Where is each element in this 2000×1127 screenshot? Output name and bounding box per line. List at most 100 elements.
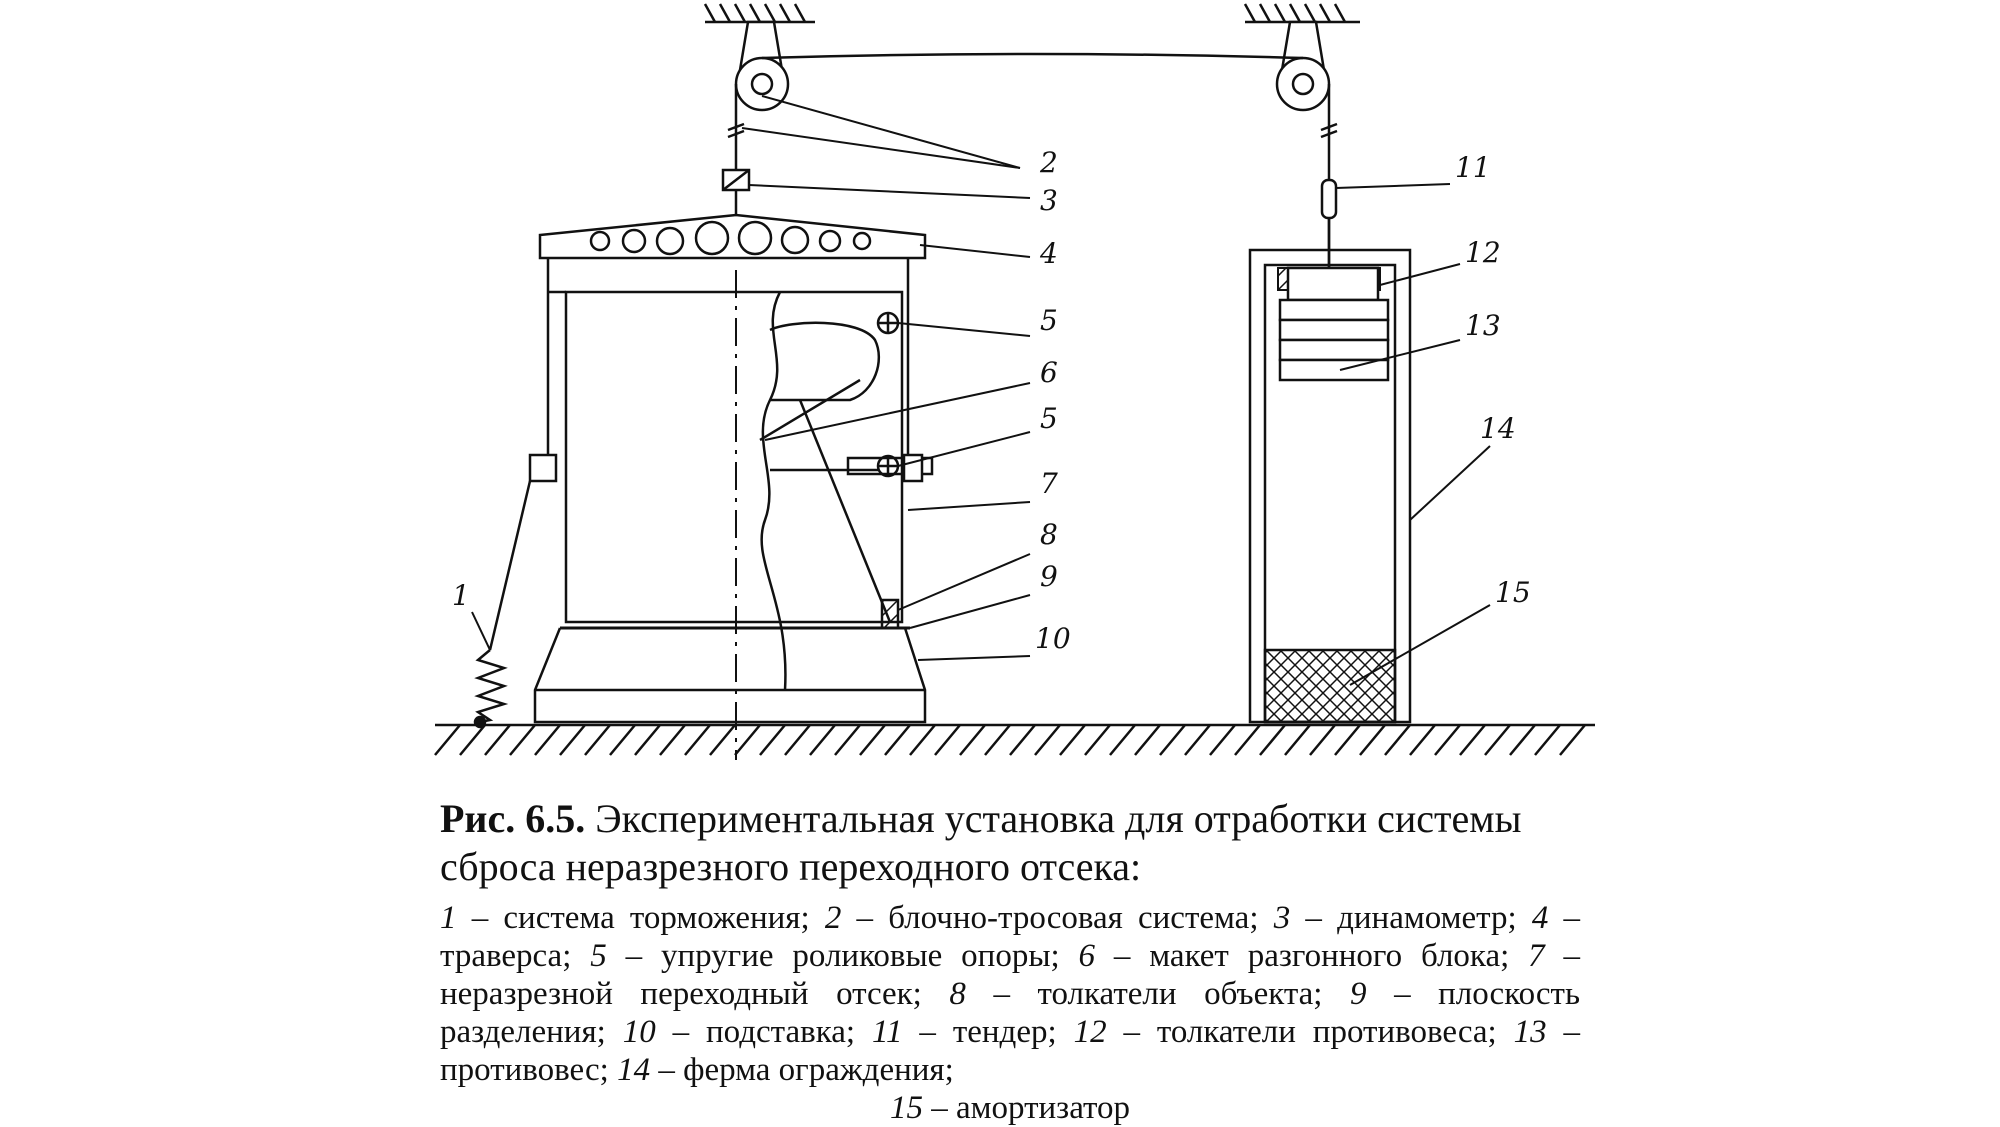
pulley-left [734, 20, 790, 112]
legend-item-separator: – [902, 1014, 953, 1050]
legend-item-separator: – [923, 1090, 956, 1126]
pulley-right [1275, 20, 1331, 112]
legend-item-separator: – [456, 900, 504, 936]
label-9: 9 [1040, 560, 1058, 593]
legend-item-number: 1 [440, 900, 457, 936]
legend-item-separator: – [650, 1052, 684, 1088]
legend-item-text: подставка; [706, 1014, 872, 1050]
label-5-top: 5 [1040, 304, 1058, 337]
legend-item-number: 9 [1350, 976, 1367, 1012]
legend-item-text: ферма ограждения; [683, 1052, 954, 1088]
legend-item-text: тендер; [952, 1014, 1074, 1050]
legend-item: 11 – тендер; [872, 1014, 1074, 1050]
label-5-mid: 5 [1040, 402, 1058, 435]
label-14: 14 [1480, 412, 1516, 445]
legend-item-last: 15 – амортизатор [440, 1089, 1580, 1127]
dynamometer [721, 168, 751, 215]
legend-item-separator: – [606, 938, 661, 974]
legend-item-separator: – [1366, 976, 1439, 1012]
legend-item-text: упругие роликовые опоры; [660, 938, 1079, 974]
legend-item-number: 14 [617, 1052, 651, 1088]
legend-item-text: макет разгонного блока; [1149, 938, 1529, 974]
legend-item: 14 – ферма ограждения; [617, 1052, 954, 1088]
legend-item-text: неразрезной переходный отсек; [440, 976, 950, 1012]
legend-item-number: 5 [590, 938, 607, 974]
roller-support-top [876, 311, 900, 335]
label-11: 11 [1455, 151, 1491, 184]
label-3: 3 [1040, 184, 1058, 217]
braking-system [473, 480, 532, 729]
payload-mockup [759, 291, 892, 691]
legend-item: 13 – противовес; [440, 1014, 1580, 1088]
legend-item: 2 – блочно-тросовая система; [825, 900, 1274, 936]
legend-item-text: динамометр; [1337, 900, 1532, 936]
legend-item-number: 10 [622, 1014, 656, 1050]
legend-item-text: блочно-тросовая система; [888, 900, 1274, 936]
legend-item-separator: – [965, 976, 1038, 1012]
labels: 1 2 3 4 5 6 5 7 8 9 10 11 12 13 14 15 [452, 146, 1531, 655]
legend-item-number: 6 [1078, 938, 1096, 974]
legend-item-text: противовес; [440, 1052, 618, 1088]
shock-absorber [1263, 648, 1397, 724]
legend-item-separator: – [1546, 1014, 1580, 1050]
legend-item-number: 2 [824, 900, 842, 936]
legend-item-separator: – [1106, 1014, 1157, 1050]
legend-item: 3 – динамометр; [1274, 900, 1532, 936]
legend-item-number: 4 [1531, 900, 1549, 936]
ceiling-left [703, 3, 815, 24]
stand [533, 627, 927, 724]
legend-item-number: 3 [1273, 900, 1291, 936]
label-15: 15 [1495, 576, 1531, 609]
label-4: 4 [1039, 237, 1058, 270]
legend-item: 1 – система торможения; [440, 900, 825, 936]
label-6: 6 [1040, 356, 1058, 389]
label-1: 1 [452, 579, 470, 612]
label-10: 10 [1035, 622, 1071, 655]
legend-item-text: толкатели объекта; [1037, 976, 1351, 1012]
figure-caption: Рис. 6.5. Экспериментальная установка дл… [440, 795, 1580, 1127]
legend-item-separator: – [1544, 938, 1580, 974]
traverse [538, 213, 927, 260]
caption-title-text: Экспериментальная установка для отработк… [440, 796, 1522, 889]
label-12: 12 [1465, 236, 1501, 269]
caption-legend: 1 – система торможения; 2 – блочно-тросо… [440, 899, 1580, 1127]
legend-item-separator: – [1095, 938, 1150, 974]
legend-item: 7 – неразрезной переходный отсек; [440, 938, 1580, 1012]
label-7: 7 [1040, 467, 1058, 500]
legend-item-separator: – [1290, 900, 1338, 936]
legend-item-text: амортизатор [956, 1090, 1130, 1126]
caption-figure-number: Рис. 6.5. [440, 796, 586, 841]
legend-item-number: 11 [871, 1014, 903, 1050]
roller-support-mid [846, 454, 934, 478]
ground [434, 723, 1595, 756]
legend-item: 9 – плоскость разделения; [440, 976, 1580, 1050]
legend-item: 12 – толкатели противовеса; [1074, 1014, 1514, 1050]
ceiling-right [1243, 3, 1360, 24]
caption-title: Рис. 6.5. Экспериментальная установка дл… [440, 795, 1580, 891]
diagram: 1 2 3 4 5 6 5 7 8 9 10 11 12 13 14 15 [434, 3, 1595, 760]
object-pusher [880, 598, 900, 630]
legend-item: 6 – макет разгонного блока; [1079, 938, 1529, 974]
leader-lines [471, 95, 1491, 686]
legend-item: 5 – упругие роликовые опоры; [590, 938, 1078, 974]
legend-item-text: траверса; [440, 938, 591, 974]
legend-item-number: 15 [890, 1090, 923, 1126]
legend-item: 10 – подставка; [623, 1014, 872, 1050]
legend-item: 4 – траверса; [440, 900, 1580, 974]
legend-item-separator: – [841, 900, 889, 936]
label-8: 8 [1040, 518, 1058, 551]
label-13: 13 [1465, 309, 1501, 342]
legend-item-text: система торможения; [503, 900, 825, 936]
legend-item-separator: – [655, 1014, 707, 1050]
legend-item-text: толкатели противовеса; [1156, 1014, 1514, 1050]
label-2: 2 [1039, 146, 1058, 179]
legend-item-number: 13 [1513, 1014, 1547, 1050]
legend-item-number: 7 [1528, 938, 1545, 974]
legend-item-separator: – [1548, 900, 1581, 936]
legend-item-text: плоскость разделения; [440, 976, 1581, 1050]
legend-item-number: 8 [949, 976, 966, 1012]
legend-item-number: 12 [1073, 1014, 1107, 1050]
left-frame [546, 258, 910, 624]
counterweight [1278, 266, 1390, 382]
legend-item: 8 – толкатели объекта; [949, 976, 1350, 1012]
